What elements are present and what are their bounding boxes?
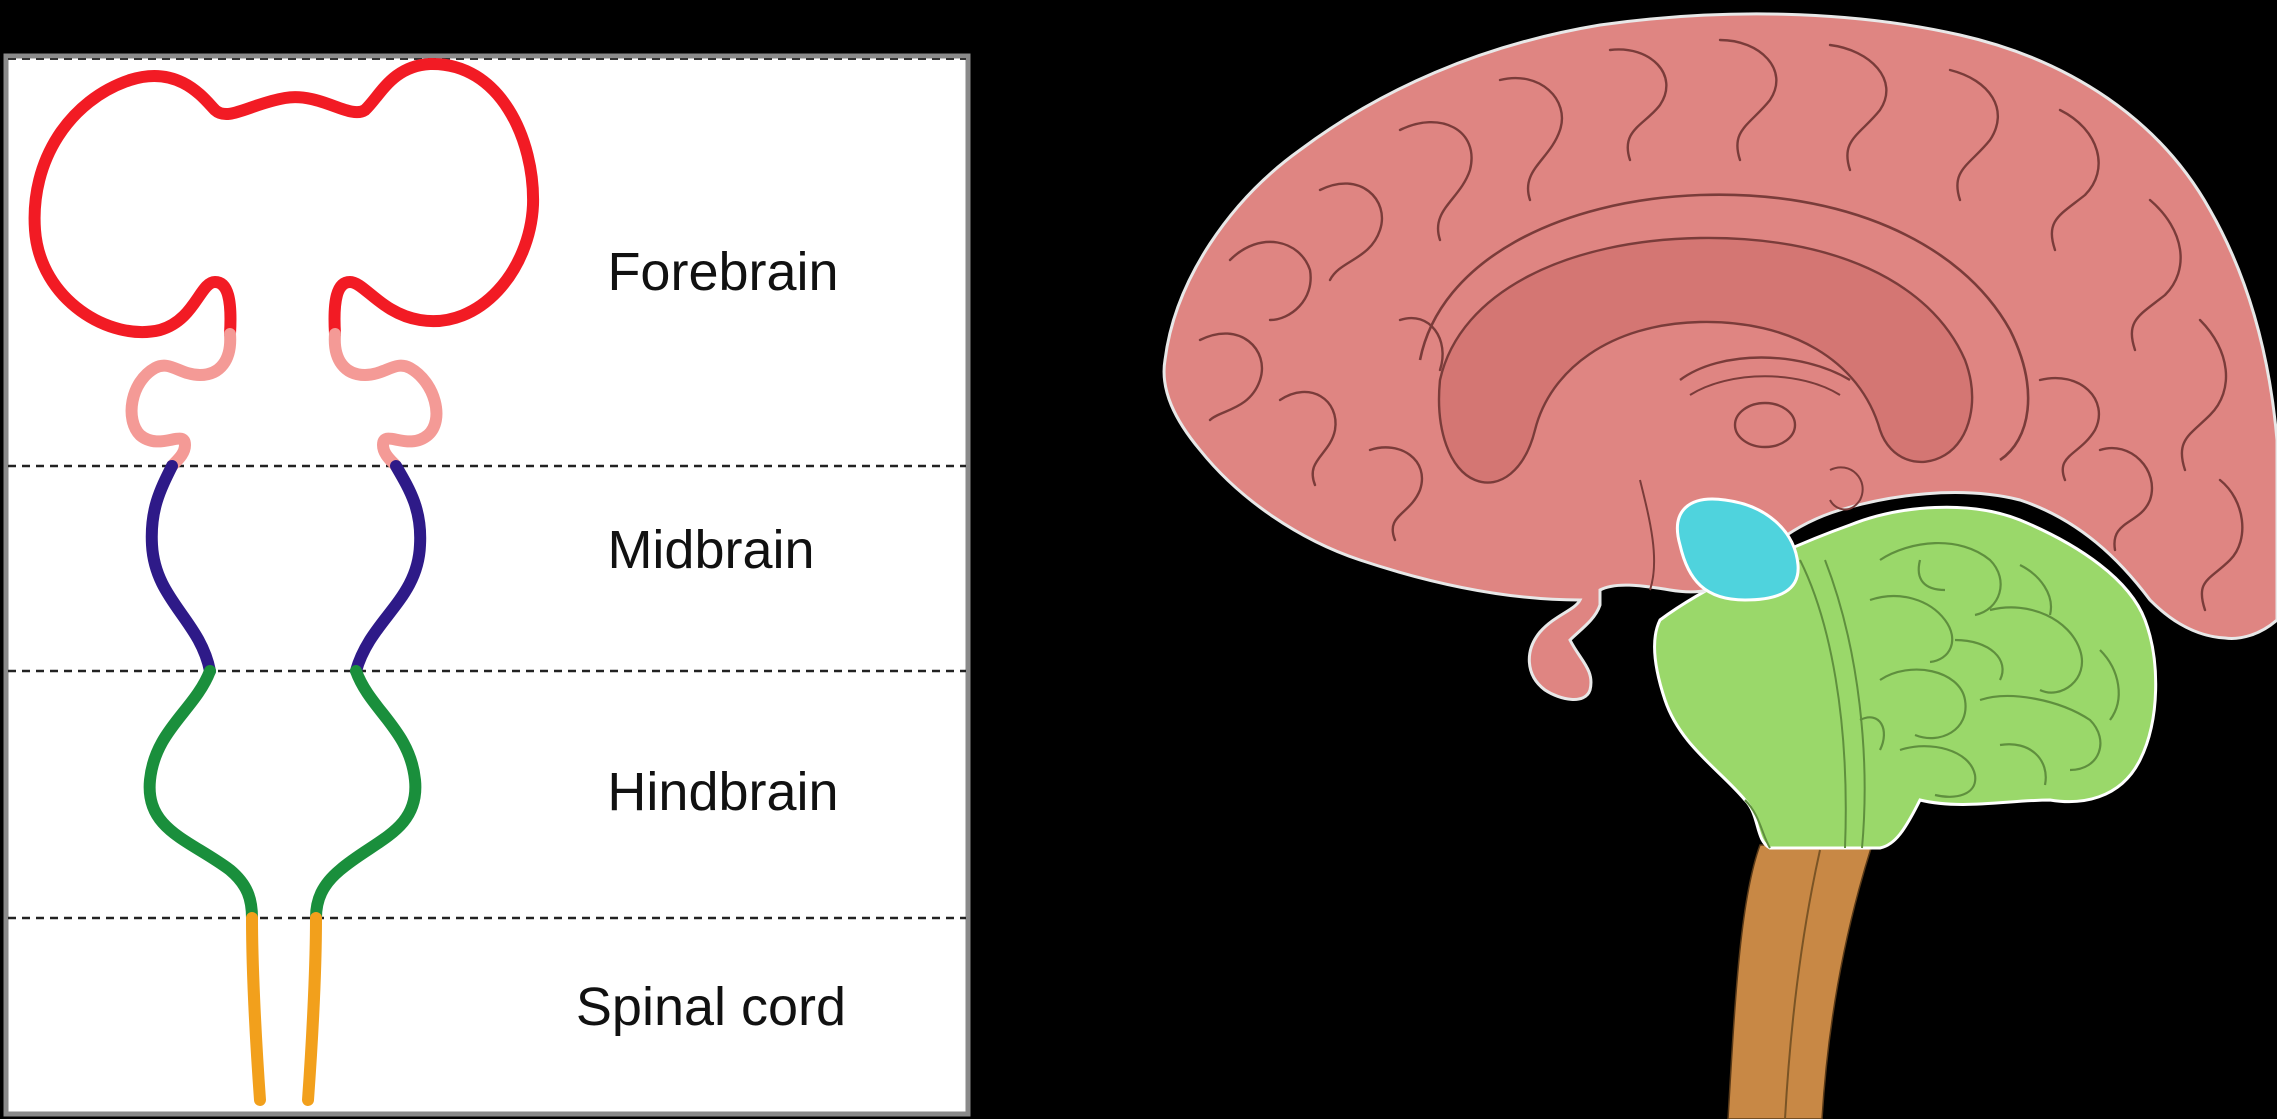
embryo-panel-frame (3, 53, 971, 1117)
corpus-callosum (1437, 236, 1974, 484)
spinal-cord-fiber-line (1784, 849, 1821, 1119)
forebrain-tube (28, 57, 540, 340)
hindbrain-left (143, 665, 258, 924)
diencephalon-tube (125, 328, 443, 472)
fornix-lower (1689, 375, 1841, 396)
adult-midbrain (1675, 497, 1800, 602)
spinal-cord-label: Spinal cord (576, 977, 846, 1037)
hindbrain-right (310, 665, 422, 924)
hindbrain-label: Hindbrain (607, 762, 838, 822)
diencephalon-left (125, 328, 237, 472)
inner-fold-line (1639, 479, 1656, 591)
forebrain-label: Forebrain (607, 242, 838, 302)
hindbrain-tube (143, 665, 422, 924)
spinal-cord-right (302, 912, 322, 1106)
hypothalamus-detail (1829, 466, 1864, 511)
adult-spinal-cord (1727, 844, 1874, 1119)
cerebellum-folia (1859, 542, 2120, 798)
spinal-cord-left (246, 912, 266, 1106)
brainstem-lines (1744, 559, 1866, 849)
adult-forebrain (1162, 12, 2277, 701)
thalamus (1733, 401, 1797, 449)
cingulate-gyrus (1418, 193, 2030, 462)
cerebrum-gyri (1198, 38, 2244, 612)
midbrain-tube (145, 460, 427, 677)
midbrain-label: Midbrain (607, 520, 814, 580)
spinal-cord-tube (246, 912, 322, 1106)
midbrain-left (145, 460, 216, 677)
fornix (1679, 356, 1851, 382)
diencephalon-right (328, 328, 443, 472)
forebrain-outline (28, 57, 540, 340)
embryo-panel: Forebrain Midbrain Hindbrain Spinal cord (3, 53, 971, 1117)
adult-brain-panel (1162, 12, 2277, 1119)
midbrain-right (350, 460, 427, 677)
